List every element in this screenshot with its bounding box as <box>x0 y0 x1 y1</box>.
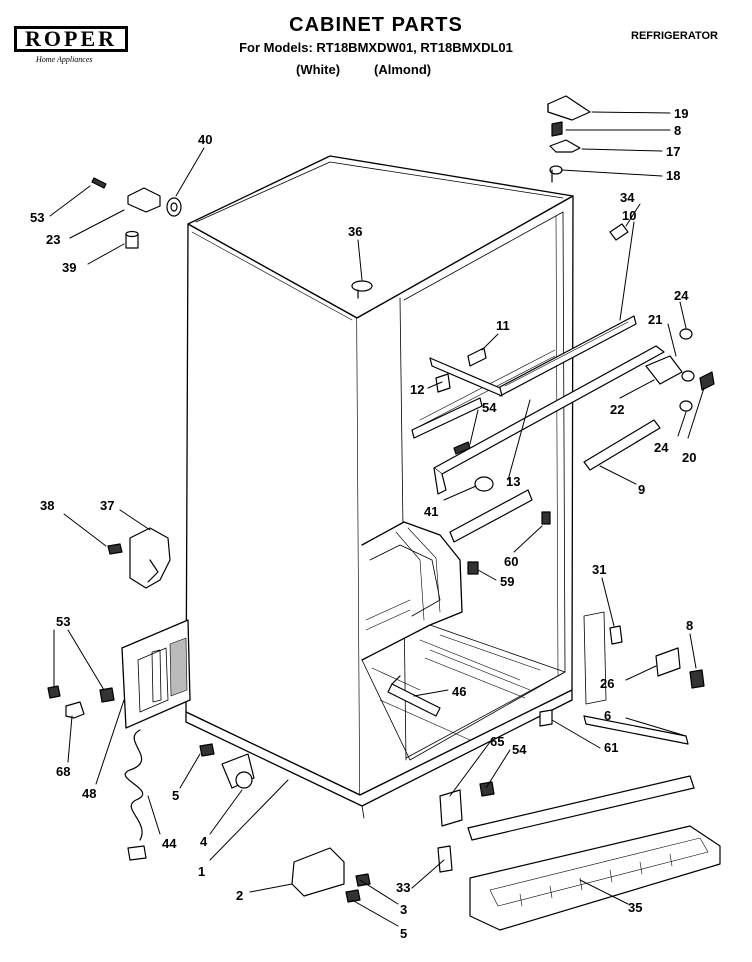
color-variants: (White) (Almond) <box>296 62 465 77</box>
callout-19: 19 <box>674 106 688 121</box>
callout-44: 44 <box>162 836 177 851</box>
callout-22: 22 <box>610 402 624 417</box>
callout-24: 24 <box>654 440 669 455</box>
roper-logo: ROPER <box>14 26 128 52</box>
callout-3: 3 <box>400 902 407 917</box>
callout-33: 33 <box>396 880 410 895</box>
brand-tagline: Home Appliances <box>36 55 93 64</box>
callout-labels: 19 8 17 18 34 10 40 53 23 39 36 11 12 54… <box>30 106 696 941</box>
callout-37: 37 <box>100 498 114 513</box>
callout-5: 5 <box>400 926 407 941</box>
callout-21: 21 <box>648 312 662 327</box>
callout-34: 34 <box>620 190 635 205</box>
callout-53: 53 <box>56 614 70 629</box>
callout-8: 8 <box>686 618 693 633</box>
callout-5: 5 <box>172 788 179 803</box>
callout-61: 61 <box>604 740 618 755</box>
callout-60: 60 <box>504 554 518 569</box>
callout-9: 9 <box>638 482 645 497</box>
callout-54: 54 <box>512 742 527 757</box>
callout-12: 12 <box>410 382 424 397</box>
callout-17: 17 <box>666 144 680 159</box>
callout-20: 20 <box>682 450 696 465</box>
callout-6: 6 <box>604 708 611 723</box>
color-white: (White) <box>296 62 341 77</box>
page-title: CABINET PARTS <box>289 14 463 36</box>
callout-13: 13 <box>506 474 520 489</box>
callout-11: 11 <box>496 318 510 333</box>
callout-38: 38 <box>40 498 54 513</box>
callout-4: 4 <box>200 834 208 849</box>
callout-31: 31 <box>592 562 606 577</box>
callout-2: 2 <box>236 888 243 903</box>
callout-46: 46 <box>452 684 466 699</box>
callout-65: 65 <box>490 734 504 749</box>
callout-68: 68 <box>56 764 70 779</box>
callout-36: 36 <box>348 224 362 239</box>
brand-name: ROPER <box>25 26 117 51</box>
callout-1: 1 <box>198 864 205 879</box>
callout-41: 41 <box>424 504 438 519</box>
callout-53: 53 <box>30 210 44 225</box>
refrigerator-cabinet <box>121 155 574 819</box>
leader-lines <box>49 111 705 927</box>
callout-26: 26 <box>600 676 614 691</box>
callout-23: 23 <box>46 232 60 247</box>
parts-line-art <box>47 95 721 931</box>
product-type: REFRIGERATOR <box>631 30 718 42</box>
color-almond: (Almond) <box>374 62 432 77</box>
callout-59: 59 <box>500 574 514 589</box>
callout-54: 54 <box>482 400 497 415</box>
model-numbers: For Models: RT18BMXDW01, RT18BMXDL01 <box>239 40 513 55</box>
callout-18: 18 <box>666 168 680 183</box>
callout-35: 35 <box>628 900 642 915</box>
callout-39: 39 <box>62 260 76 275</box>
callout-8: 8 <box>674 123 681 138</box>
callout-48: 48 <box>82 786 96 801</box>
callout-24: 24 <box>674 288 689 303</box>
callout-40: 40 <box>198 132 212 147</box>
callout-10: 10 <box>622 208 636 223</box>
